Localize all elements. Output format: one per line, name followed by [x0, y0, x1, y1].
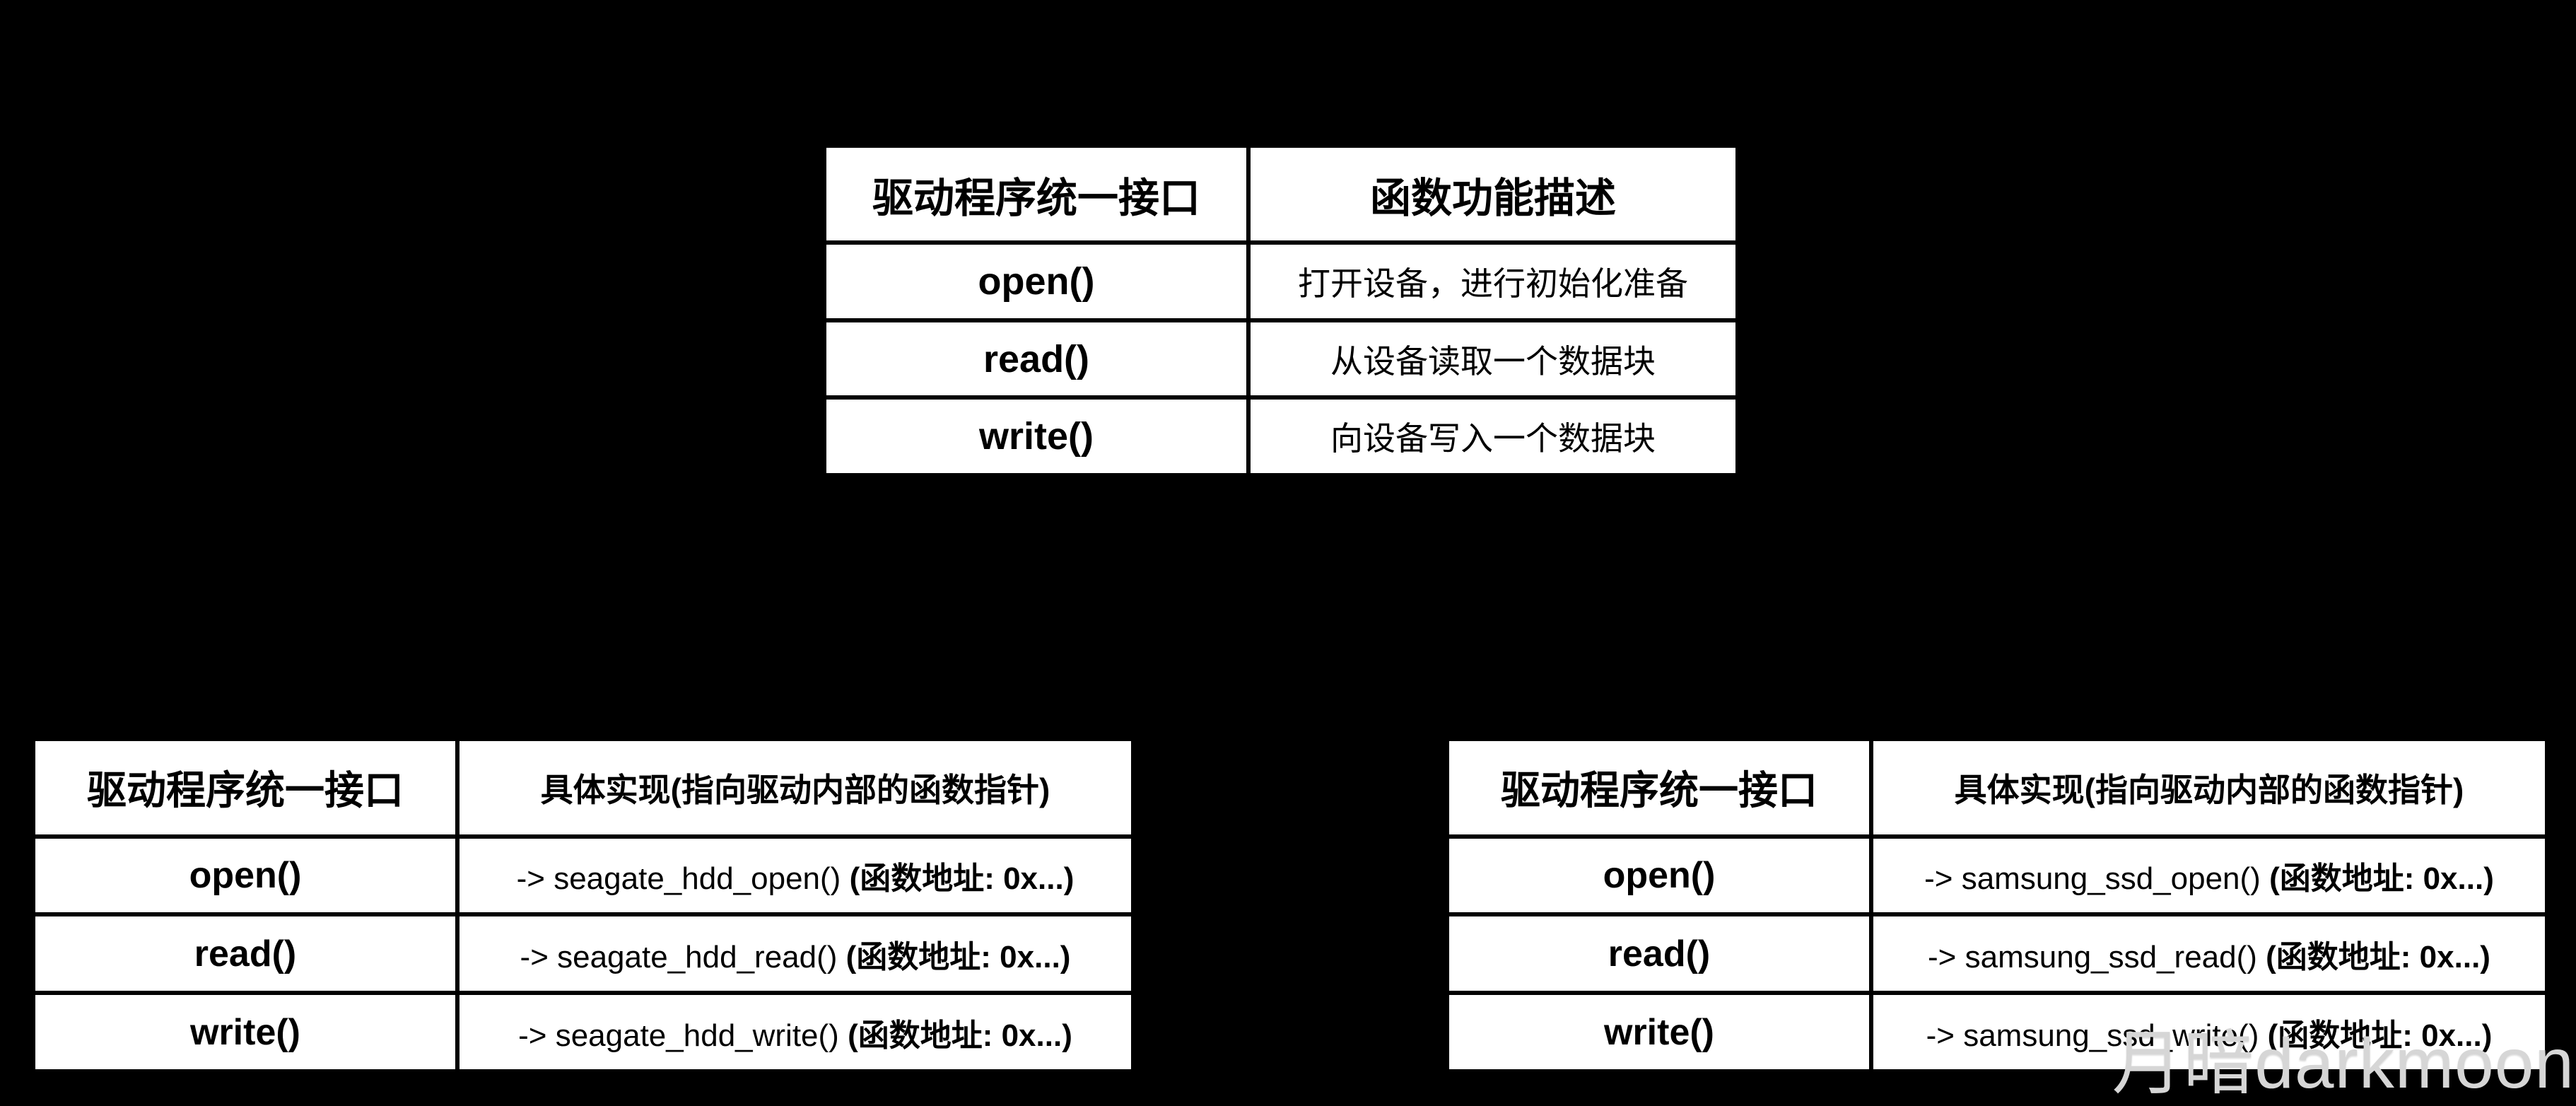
cell-write: write()	[1445, 991, 1873, 1073]
impl-function-address: (函数地址: 0x...)	[2266, 939, 2490, 974]
cell-write: write()	[31, 991, 459, 1073]
cell-open: open()	[822, 240, 1251, 322]
cell-read-impl: -> samsung_ssd_read() (函数地址: 0x...)	[1869, 912, 2549, 996]
table-row: write() 向设备写入一个数据块	[822, 395, 1740, 477]
header-concrete-impl: 具体实现(指向驱动内部的函数指针)	[455, 737, 1135, 839]
table-header-row: 驱动程序统一接口 具体实现(指向驱动内部的函数指针)	[1445, 737, 2549, 839]
seagate-hdd-impl-table: 驱动程序统一接口 具体实现(指向驱动内部的函数指针) open() -> sea…	[31, 737, 1135, 1073]
impl-function-name: -> samsung_ssd_open()	[1924, 861, 2270, 897]
header-unified-interface: 驱动程序统一接口	[822, 143, 1251, 245]
impl-function-name: -> samsung_ssd_read()	[1928, 939, 2266, 974]
impl-function-name: -> seagate_hdd_read()	[520, 939, 846, 974]
watermark-text: 月暗darkmoon	[2112, 1024, 2575, 1103]
header-function-description: 函数功能描述	[1246, 143, 1740, 245]
cell-open-description: 打开设备，进行初始化准备	[1246, 240, 1740, 322]
cell-write: write()	[822, 395, 1251, 477]
samsung-ssd-impl-table: 驱动程序统一接口 具体实现(指向驱动内部的函数指针) open() -> sam…	[1445, 737, 2549, 1073]
table-header-row: 驱动程序统一接口 函数功能描述	[822, 143, 1740, 245]
unified-interface-description-table: 驱动程序统一接口 函数功能描述 open() 打开设备，进行初始化准备 read…	[822, 143, 1740, 477]
impl-function-address: (函数地址: 0x...)	[849, 861, 1075, 897]
cell-open-impl: -> samsung_ssd_open() (函数地址: 0x...)	[1869, 834, 2549, 917]
cell-open-impl: -> seagate_hdd_open() (函数地址: 0x...)	[455, 834, 1135, 917]
impl-function-address: (函数地址: 0x...)	[2267, 1018, 2493, 1053]
table-row: write() -> seagate_hdd_write() (函数地址: 0x…	[31, 991, 1135, 1073]
impl-function-name: -> samsung_ssd_write()	[1926, 1018, 2268, 1053]
impl-function-address: (函数地址: 0x...)	[845, 939, 1071, 974]
cell-read: read()	[1445, 912, 1873, 996]
cell-read-impl: -> seagate_hdd_read() (函数地址: 0x...)	[455, 912, 1135, 996]
table-header-row: 驱动程序统一接口 具体实现(指向驱动内部的函数指针)	[31, 737, 1135, 839]
cell-read: read()	[822, 318, 1251, 400]
table-row: open() -> seagate_hdd_open() (函数地址: 0x..…	[31, 834, 1135, 917]
table-row: write() -> samsung_ssd_write() (函数地址: 0x…	[1445, 991, 2549, 1073]
header-concrete-impl: 具体实现(指向驱动内部的函数指针)	[1869, 737, 2549, 839]
impl-function-name: -> seagate_hdd_write()	[518, 1018, 848, 1053]
header-unified-interface: 驱动程序统一接口	[1445, 737, 1873, 839]
cell-write-description: 向设备写入一个数据块	[1246, 395, 1740, 477]
cell-open: open()	[31, 834, 459, 917]
cell-read: read()	[31, 912, 459, 996]
table-row: read() -> samsung_ssd_read() (函数地址: 0x..…	[1445, 912, 2549, 996]
cell-read-description: 从设备读取一个数据块	[1246, 318, 1740, 400]
table-row: read() -> seagate_hdd_read() (函数地址: 0x..…	[31, 912, 1135, 996]
table-row: open() 打开设备，进行初始化准备	[822, 240, 1740, 322]
impl-function-name: -> seagate_hdd_open()	[516, 861, 850, 897]
header-unified-interface: 驱动程序统一接口	[31, 737, 459, 839]
impl-function-address: (函数地址: 0x...)	[2269, 861, 2494, 897]
cell-write-impl: -> seagate_hdd_write() (函数地址: 0x...)	[455, 991, 1135, 1073]
impl-function-address: (函数地址: 0x...)	[848, 1018, 1072, 1053]
cell-open: open()	[1445, 834, 1873, 917]
cell-write-impl: -> samsung_ssd_write() (函数地址: 0x...)	[1869, 991, 2549, 1073]
table-row: read() 从设备读取一个数据块	[822, 318, 1740, 400]
table-row: open() -> samsung_ssd_open() (函数地址: 0x..…	[1445, 834, 2549, 917]
